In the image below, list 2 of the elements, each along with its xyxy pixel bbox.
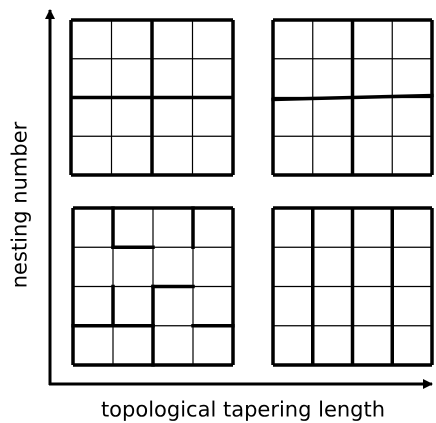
axis-title: topological tapering length bbox=[100, 400, 386, 420]
axis-title: nesting number bbox=[10, 122, 30, 288]
